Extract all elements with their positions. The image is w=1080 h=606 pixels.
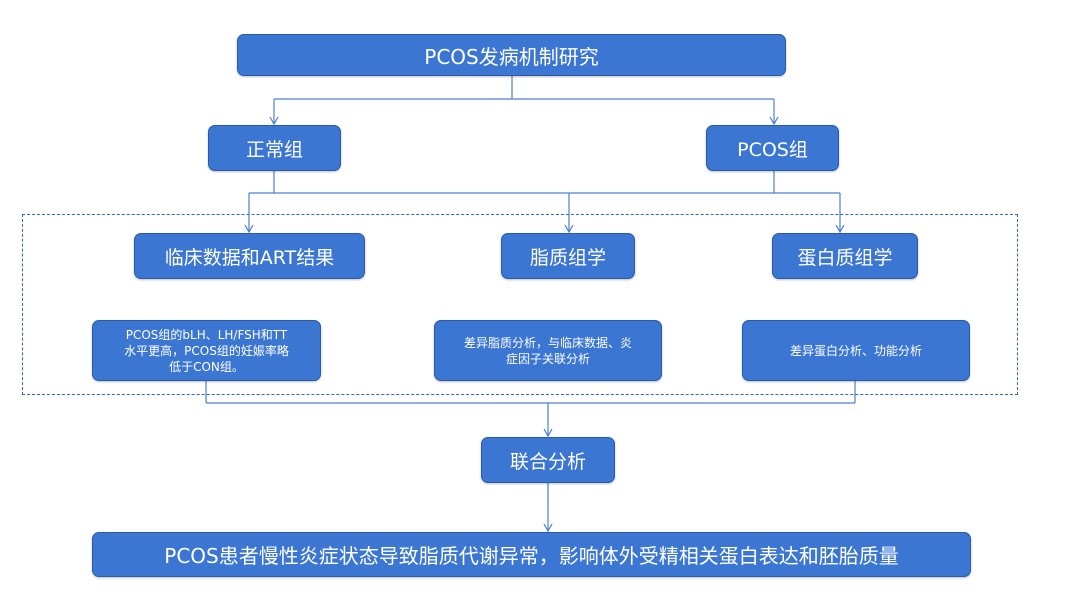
conclusion-text: PCOS患者慢性炎症状态导致脂质代谢异常，影响体外受精相关蛋白表达和胚胎质量	[164, 544, 899, 568]
normal-group-label: 正常组	[245, 138, 303, 161]
clinical-box: 临床数据和ART结果	[134, 233, 365, 279]
clinical-finding-line3: 低于CON组。	[169, 359, 244, 374]
pcos-group-box: PCOS组	[706, 125, 839, 171]
lipidomics-label: 脂质组学	[529, 246, 606, 269]
protein-finding-box: 差异蛋白分析、功能分析	[742, 320, 970, 381]
pcos-group-label: PCOS组	[737, 138, 808, 161]
clinical-label: 临床数据和ART结果	[164, 246, 335, 269]
lipid-finding-line2: 症因子关联分析	[505, 351, 590, 366]
proteomics-box: 蛋白质组学	[772, 233, 918, 279]
lipid-finding-line1: 差异脂质分析，与临床数据、炎	[463, 335, 632, 350]
title-text: PCOS发病机制研究	[424, 44, 599, 69]
title-box: PCOS发病机制研究	[237, 34, 786, 76]
clinical-finding-line2: 水平更高，PCOS组的妊娠率略	[124, 343, 289, 358]
protein-finding-text: 差异蛋白分析、功能分析	[789, 343, 922, 358]
combined-analysis-label: 联合分析	[509, 450, 586, 473]
analysis-frame	[22, 214, 1018, 395]
conclusion-box: PCOS患者慢性炎症状态导致脂质代谢异常，影响体外受精相关蛋白表达和胚胎质量	[92, 532, 971, 577]
clinical-finding-box: PCOS组的bLH、LH/FSH和TT 水平更高，PCOS组的妊娠率略 低于CO…	[92, 320, 321, 381]
lipid-finding-box: 差异脂质分析，与临床数据、炎 症因子关联分析	[434, 320, 662, 381]
normal-group-box: 正常组	[208, 125, 341, 171]
combined-analysis-box: 联合分析	[481, 437, 615, 483]
lipidomics-box: 脂质组学	[501, 233, 635, 279]
clinical-finding-line1: PCOS组的bLH、LH/FSH和TT	[125, 327, 288, 342]
proteomics-label: 蛋白质组学	[797, 246, 893, 269]
